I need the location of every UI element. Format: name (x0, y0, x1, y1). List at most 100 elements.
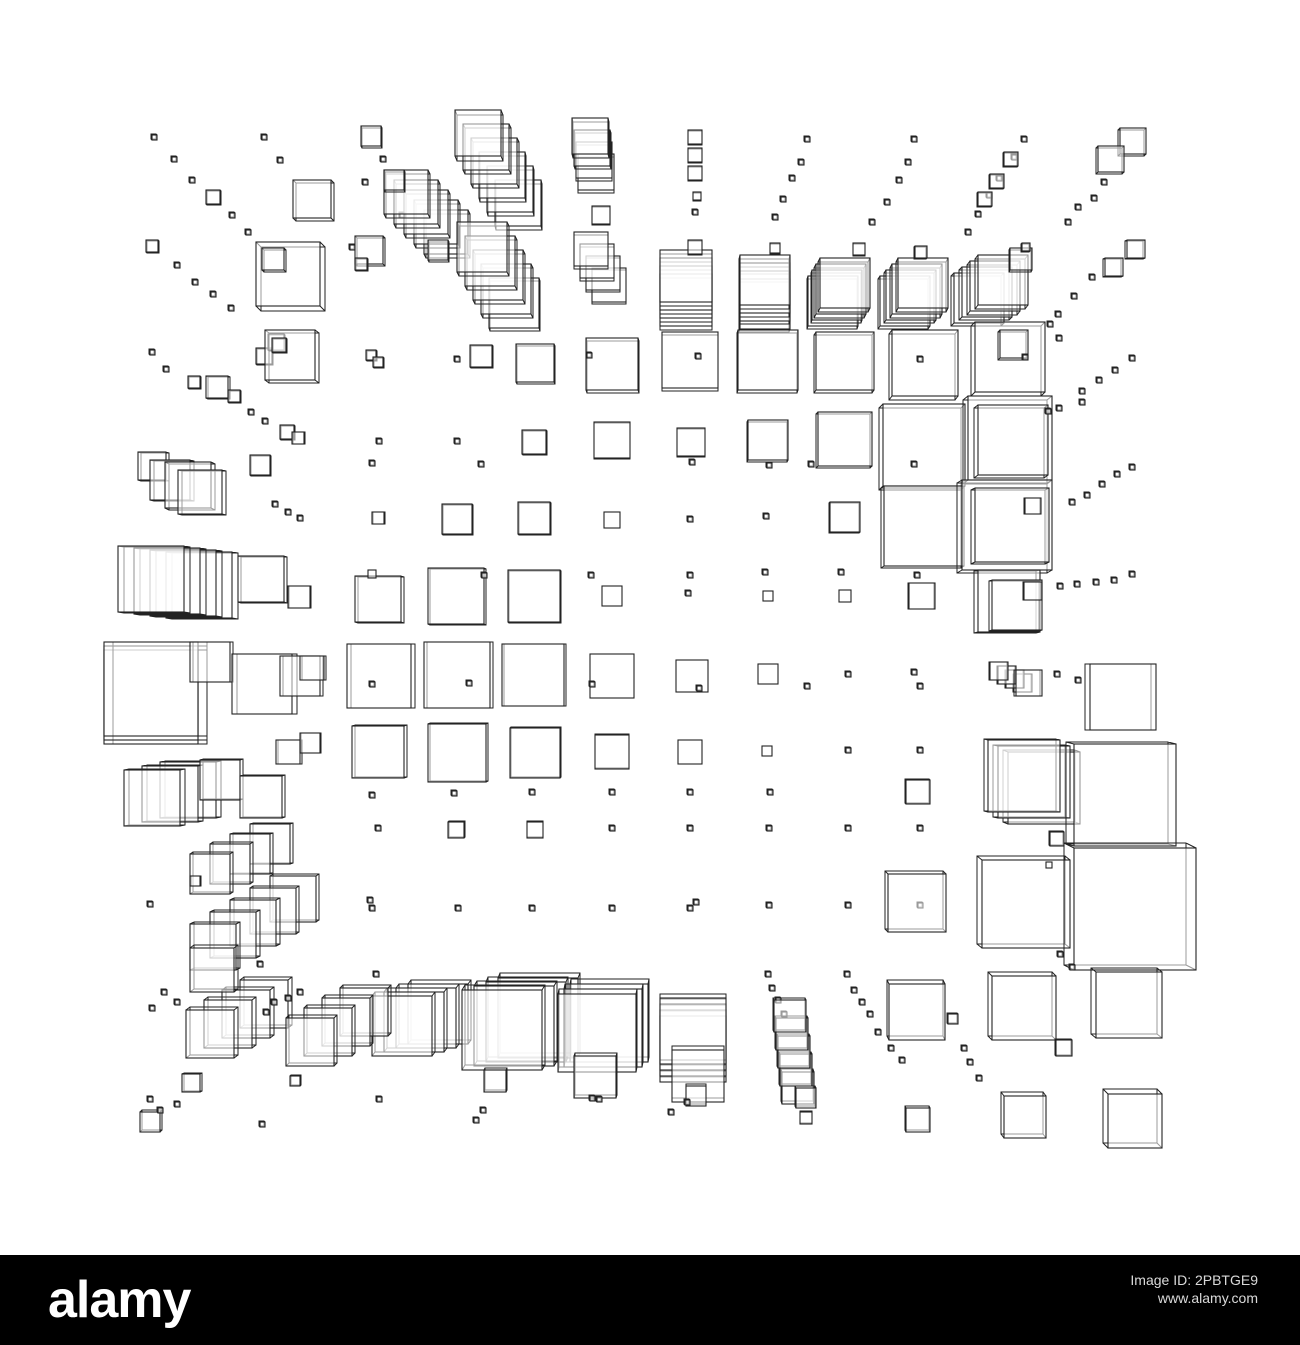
wireframe-cube (907, 582, 936, 610)
wireframe-cube (177, 469, 227, 516)
wireframe-cube (285, 1014, 338, 1067)
wireframe-cube (797, 158, 805, 166)
wireframe-cube (1095, 376, 1103, 384)
wireframe-cube (1095, 145, 1125, 175)
wireframe-cube (247, 408, 255, 416)
wireframe-cube (987, 971, 1057, 1041)
wireframe-cube (1113, 470, 1121, 478)
wireframe-cube (676, 427, 706, 458)
wireframe-cube (1098, 480, 1106, 488)
wireframe-cube (771, 213, 779, 221)
wireframe-cube (692, 191, 702, 202)
wireframe-cube (367, 569, 377, 579)
wireframe-cube (916, 824, 924, 832)
wireframe-cube (686, 788, 694, 796)
wireframe-cube (910, 668, 918, 676)
wireframe-cube (239, 774, 286, 819)
wireframe-cube (762, 590, 774, 602)
wireframe-cube (453, 355, 461, 363)
wireframe-cube (103, 641, 208, 737)
wireframe-cube (746, 419, 789, 463)
wireframe-cube (368, 459, 376, 467)
wireframe-cube (667, 1108, 675, 1116)
wireframe-cube (454, 109, 504, 162)
wireframe-cube (299, 655, 327, 681)
wireframe-cube (427, 567, 487, 626)
wireframe-cube (898, 1056, 906, 1064)
wireframe-cube (348, 243, 356, 251)
wireframe-cube (447, 820, 466, 839)
wireframe-cube (1073, 580, 1081, 588)
wireframe-cube (803, 135, 811, 143)
wireframe-cube (988, 173, 1005, 190)
wireframe-cube (585, 337, 640, 394)
wireframe-cube (687, 147, 703, 164)
wireframe-cube (456, 221, 510, 277)
wireframe-cube (361, 178, 369, 186)
wireframe-cube (573, 1052, 618, 1099)
wireframe-cube (372, 356, 385, 369)
wireframe-cube (256, 960, 264, 968)
wireframe-cube (988, 579, 1043, 632)
wireframe-cube (794, 1085, 817, 1109)
wireframe-cube (453, 437, 461, 445)
wireframe-cube (123, 768, 186, 827)
wireframe-cube (156, 1106, 164, 1114)
wireframe-cube (1110, 576, 1118, 584)
wireframe-cube (261, 247, 287, 273)
wireframe-cube (843, 970, 851, 978)
wireframe-cube (764, 970, 772, 978)
wireframe-cube (1044, 407, 1052, 415)
wireframe-cube (296, 988, 304, 996)
wireframe-cube (148, 348, 156, 356)
wireframe-cube (270, 998, 278, 1006)
wireframe-cube (593, 421, 631, 460)
wireframe-cube (1054, 1038, 1073, 1057)
wireframe-cube (199, 758, 244, 801)
wireframe-cube (205, 189, 222, 206)
wireframe-cube (769, 242, 781, 255)
wireframe-cube (762, 512, 770, 520)
wireframe-cube (683, 1098, 691, 1106)
wireframe-cube (1000, 1091, 1047, 1139)
wireframe-cube (262, 1008, 270, 1016)
wireframe-cube (501, 643, 567, 707)
wireframe-cube (895, 257, 949, 313)
wireframe-cube (351, 724, 408, 779)
wireframe-cube (117, 545, 191, 614)
wireframe-cube (181, 1072, 203, 1093)
wireframe-cube (1054, 310, 1062, 318)
wireframe-cube (1056, 582, 1064, 590)
wireframe-cube (209, 290, 217, 298)
wireframe-cube (509, 726, 562, 779)
wireframe-cube (589, 653, 635, 699)
wireframe-cube (479, 1106, 487, 1114)
wireframe-cube (688, 458, 696, 466)
wireframe-cube (983, 738, 1061, 813)
wireframe-cube (289, 1074, 302, 1087)
wireframe-cube (588, 1094, 596, 1102)
wireframe-cube (454, 904, 462, 912)
wireframe-cube (766, 788, 774, 796)
wireframe-cube (838, 589, 852, 603)
wireframe-cube (1020, 135, 1028, 143)
wireframe-cube (374, 824, 382, 832)
wireframe-cube (173, 998, 181, 1006)
wireframe-cube (868, 218, 876, 226)
wireframe-cube (1111, 366, 1119, 374)
wireframe-cube (1013, 669, 1043, 697)
wireframe-cube (874, 1028, 882, 1036)
wireframe-cube (844, 670, 852, 678)
wireframe-cube (526, 820, 544, 839)
wireframe-cube (205, 375, 231, 400)
wireframe-cube (1124, 239, 1146, 260)
wireframe-cube (249, 454, 272, 477)
wireframe-cube (1020, 242, 1031, 253)
wireframe-cube (684, 589, 692, 597)
wireframe-cube (150, 133, 158, 141)
wireframe-cube (1008, 247, 1033, 273)
wireframe-cube (517, 501, 552, 536)
wireframe-cube (291, 431, 306, 445)
wireframe-cube (483, 1067, 508, 1093)
wireframe-cube (685, 1083, 707, 1107)
